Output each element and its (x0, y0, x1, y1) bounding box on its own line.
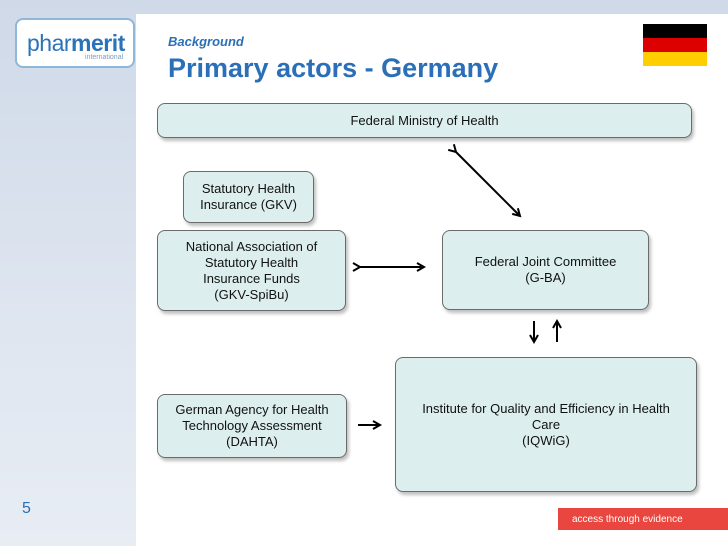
logo-brand-bold: merit (71, 30, 125, 56)
germany-flag-icon (643, 24, 707, 66)
node-dahta: German Agency for Health Technology Asse… (157, 394, 347, 458)
logo-subtitle: international (85, 54, 124, 61)
footer-tagline: access through evidence (558, 508, 728, 530)
node-iqwig: Institute for Quality and Efficiency in … (395, 357, 697, 492)
slide-title: Primary actors - Germany (168, 53, 499, 83)
page-number: 5 (22, 500, 31, 517)
section-label: Background (168, 34, 244, 49)
node-statutory-insurance: Statutory Health Insurance (GKV) (183, 171, 314, 223)
logo-brand-light: phar (27, 30, 72, 56)
node-spibu: National Association of Statutory Health… (157, 230, 346, 311)
node-federal-ministry: Federal Ministry of Health (157, 103, 692, 138)
flag-stripe-red (643, 38, 707, 52)
arrow-ministry-gba (456, 152, 520, 216)
pharmerit-logo: pharmerit international (15, 18, 135, 68)
flag-stripe-gold (643, 52, 707, 66)
flag-stripe-black (643, 24, 707, 38)
node-gba: Federal Joint Committee (G-BA) (442, 230, 649, 310)
logo-wordmark: pharmerit (27, 30, 125, 57)
